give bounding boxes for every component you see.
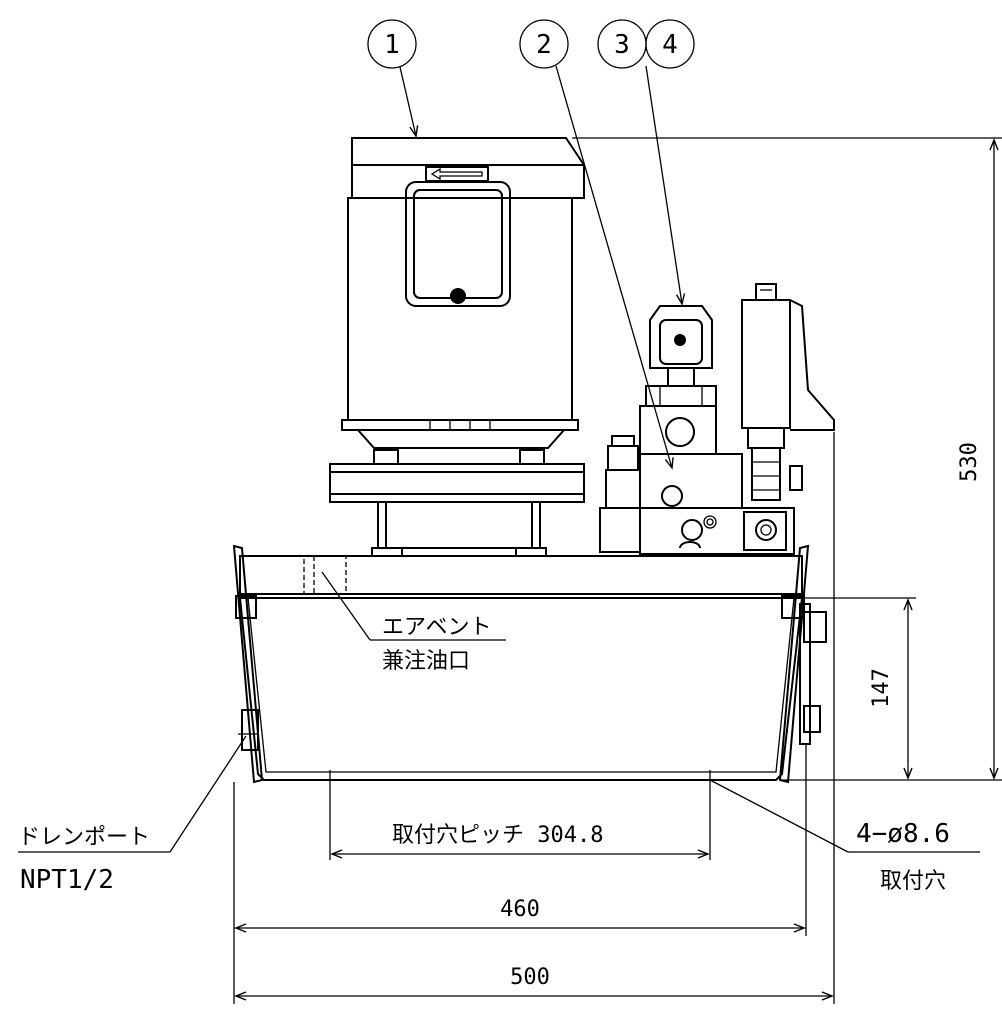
svg-text:取付穴: 取付穴 — [880, 869, 946, 894]
svg-text:4−ø8.6: 4−ø8.6 — [856, 819, 950, 849]
svg-text:エアベント: エアベント — [382, 615, 492, 640]
callout-3: 3 — [597, 19, 647, 69]
svg-text:500: 500 — [510, 965, 550, 990]
svg-text:3: 3 — [614, 30, 630, 60]
callout-2: 2 — [519, 19, 674, 470]
motor — [329, 137, 585, 557]
valve-assembly — [599, 283, 835, 555]
svg-text:ドレンポート: ドレンポート — [18, 825, 150, 850]
svg-text:NPT1/2: NPT1/2 — [20, 865, 114, 895]
svg-text:530: 530 — [957, 442, 982, 482]
dimension-height-147: 147 — [804, 597, 916, 780]
svg-text:460: 460 — [500, 897, 540, 922]
svg-text:兼注油口: 兼注油口 — [382, 649, 470, 674]
dimension-hole-pitch: 取付穴ピッチ 304.8 — [329, 790, 711, 860]
svg-text:2: 2 — [536, 30, 552, 60]
svg-text:147: 147 — [869, 668, 894, 708]
callout-4: 4 — [645, 19, 695, 306]
svg-text:取付穴ピッチ 304.8: 取付穴ピッチ 304.8 — [392, 823, 603, 848]
svg-text:1: 1 — [384, 30, 400, 60]
dimension-width-500: 500 — [234, 432, 835, 1004]
drain-port-note: ドレンポート NPT1/2 — [18, 735, 247, 895]
rotation-arrow-icon — [425, 166, 489, 182]
oil-tank — [232, 544, 827, 790]
dimension-height-530: 530 — [572, 137, 1002, 781]
svg-text:4: 4 — [662, 30, 678, 60]
callout-1: 1 — [367, 19, 419, 138]
dimension-width-460: 460 — [233, 744, 807, 1004]
air-vent-note: エアベント 兼注油口 — [321, 571, 506, 674]
mounting-hole-note: 4−ø8.6 取付穴 — [709, 779, 980, 894]
